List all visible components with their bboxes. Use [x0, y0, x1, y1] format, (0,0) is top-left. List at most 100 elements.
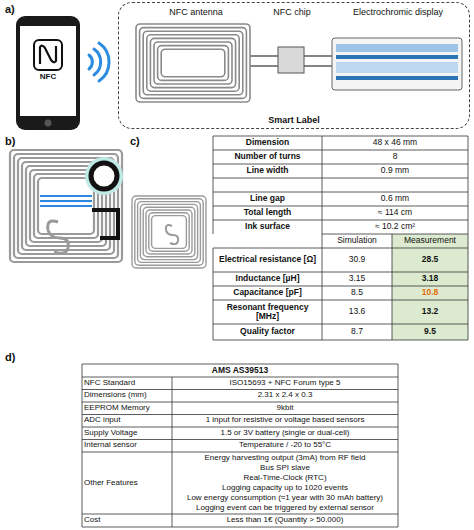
label-text: Bus SPI slave [172, 463, 398, 473]
label-text: Resonant frequency [MHz] [213, 300, 322, 324]
radio-waves [89, 43, 109, 81]
coil-turn [138, 202, 201, 263]
label-text: Electrical resistance [Ω] [213, 248, 322, 272]
table-rule [213, 300, 468, 301]
label-text: 2.31 x 2.4 x 0.3 [172, 390, 398, 403]
antenna-coils [10, 24, 250, 268]
label-text: Real-Time-Clock (RTC) [172, 473, 398, 483]
table-rule [82, 377, 398, 378]
label-text: ADC input [82, 415, 172, 428]
label-text: Logging capacity up to 1020 events [172, 483, 398, 493]
display-layer [336, 62, 458, 73]
phone-button [45, 120, 52, 127]
label-text: 1.5 or 3V battery (single or dual-cell) [172, 427, 398, 440]
label-text: NFC chip [258, 6, 326, 19]
table-rule [82, 439, 398, 440]
label-text: 13.2 [392, 300, 468, 324]
label-text: Measurement [392, 234, 468, 248]
label-text: Dimension [213, 136, 322, 150]
nfc-chip [278, 47, 304, 73]
phone-screen [20, 26, 76, 116]
display-layer [336, 55, 458, 59]
label-text: Electrochromic display [330, 6, 466, 19]
label-text: 30.9 [322, 248, 392, 272]
table-rule [213, 248, 468, 249]
table-rule [213, 164, 468, 165]
logo-mark [166, 225, 178, 244]
nfc-logo-n [40, 46, 56, 64]
table-rule [82, 402, 398, 403]
table-rule [213, 178, 468, 179]
logo-mark [48, 221, 69, 253]
coil-turn [161, 49, 225, 77]
label-text: Number of turns [213, 150, 322, 164]
label-text: Capacitance [pF] [213, 286, 322, 300]
label-text: Ink surface [213, 220, 322, 234]
label-text: 3.15 [322, 272, 392, 286]
table-rule [213, 340, 468, 341]
table-rule [82, 389, 398, 390]
label-text: Low energy consumption (≈1 year with 30 … [172, 493, 398, 503]
table-rule [213, 286, 468, 287]
display-layer [336, 76, 458, 80]
label-text: 1 input for resistive or voltage based s… [172, 415, 398, 428]
coil-turn [10, 150, 122, 262]
label-text: Internal sensor [82, 440, 172, 453]
label-text: Other Features [82, 452, 172, 514]
label-text: ≈ 114 cm [322, 206, 468, 220]
table-rule [213, 150, 468, 151]
label-text: NFC Standard [82, 377, 172, 390]
label-text: 8.5 [322, 286, 392, 300]
label-text: Dimensions (mm) [82, 390, 172, 403]
label-text: 28.5 [392, 248, 468, 272]
label-text: Inductance [µH] [213, 272, 322, 286]
label-text: NFC antenna [138, 6, 254, 19]
coil-turn [147, 35, 239, 91]
coil-turn [132, 196, 206, 268]
coil-turn [158, 46, 229, 81]
display-halo [85, 157, 123, 195]
label-text: 48 x 46 mm [322, 136, 468, 150]
panel-letter: a) [3, 2, 25, 16]
label-text: Less than 1€ (Quantity > 50.000) [172, 514, 398, 527]
label-text: AMS AS39513 [82, 364, 398, 377]
table-rule [213, 192, 468, 193]
display-layer [336, 44, 458, 52]
label-text: Energy harvesting output (3mA) from RF f… [172, 453, 398, 463]
coil-turn [143, 31, 243, 95]
label-text: Temperature / -20 to 55°C [172, 440, 398, 453]
table-grid [82, 136, 468, 527]
label-text: ≈ 10.2 cm² [322, 220, 468, 234]
table-rule [213, 272, 468, 273]
label-text: NFC [33, 72, 63, 82]
label-text: Supply Voltage [82, 427, 172, 440]
bridge-lines [40, 196, 92, 206]
coil-turn [143, 207, 195, 257]
table-rule [82, 364, 83, 527]
panel-letter: c) [128, 134, 150, 148]
coil-turn [149, 213, 189, 251]
label-text: Simulation [322, 234, 392, 248]
coil-turn [150, 38, 235, 87]
table-rule [82, 414, 398, 415]
coil-turn [140, 28, 247, 99]
table-rule [322, 234, 468, 235]
table-rule [82, 452, 398, 453]
label-text: 9.5 [392, 324, 468, 340]
table-rule [213, 248, 214, 340]
coil-turn [140, 204, 197, 259]
panel-letter: d) [3, 350, 25, 364]
electrochromic-display [332, 38, 462, 90]
label-text: Total length [213, 206, 322, 220]
table-rule [82, 427, 398, 428]
label-text: 3.18 [392, 272, 468, 286]
label-text: 10.8 [392, 286, 468, 300]
label-text: 13.6 [322, 300, 392, 324]
label-text: Line gap [213, 192, 322, 206]
table-rule [213, 136, 468, 137]
label-text: 9kbit [172, 402, 398, 415]
table-rule [468, 136, 469, 340]
label-text: Cost [82, 514, 172, 527]
